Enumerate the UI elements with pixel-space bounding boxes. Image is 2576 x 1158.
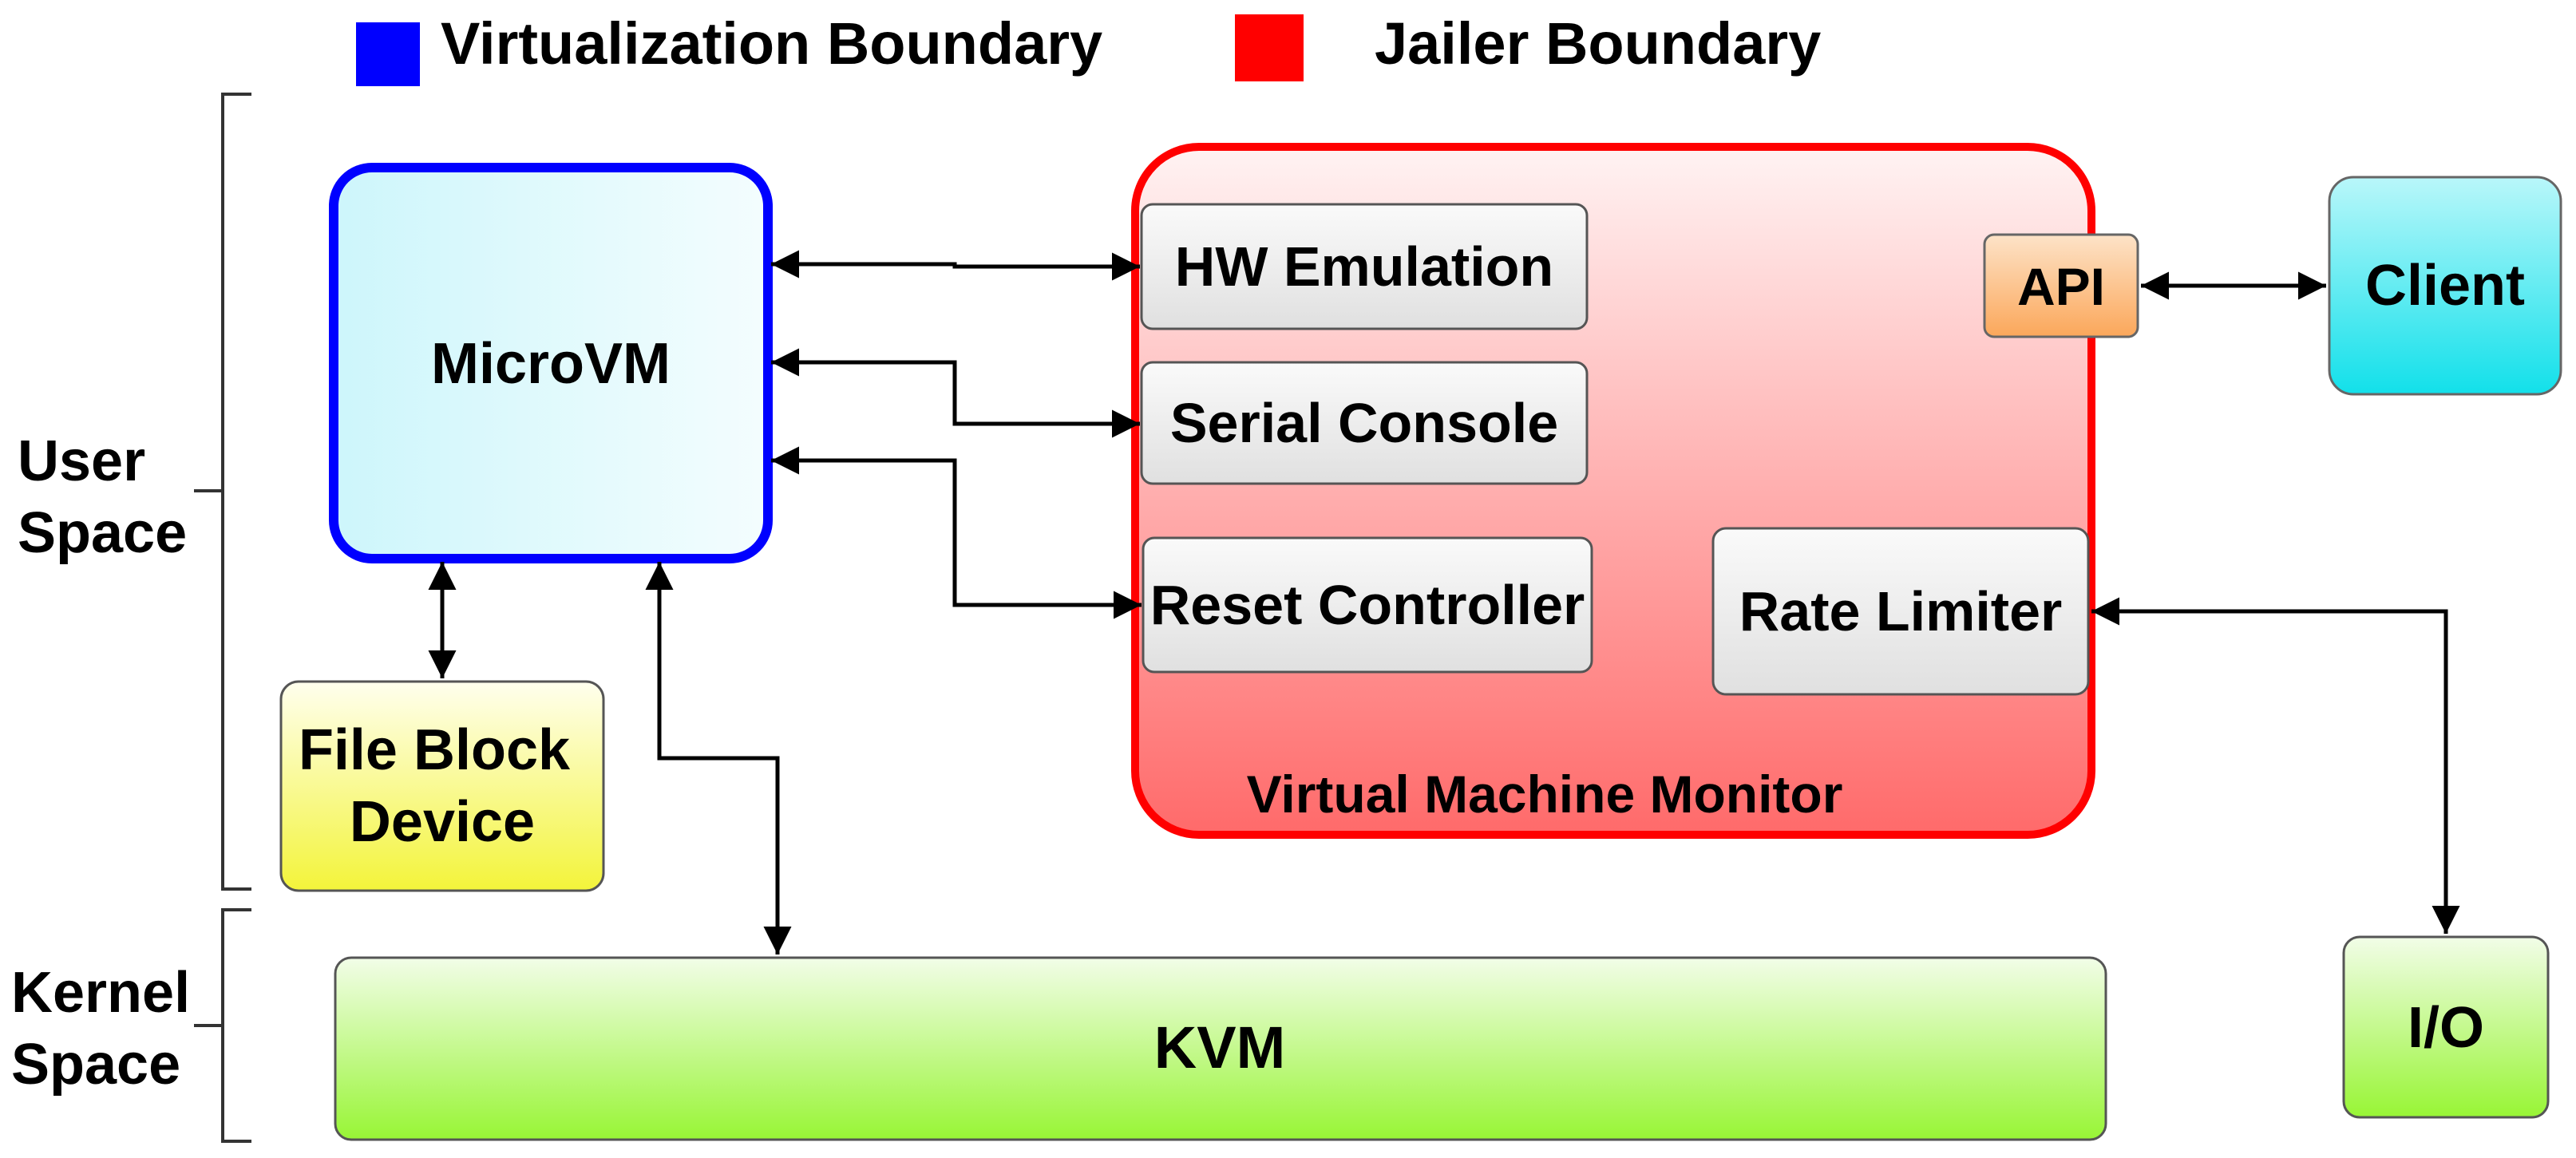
rate-limiter-box: [1711, 527, 2090, 696]
microvm-label: MicroVM: [431, 332, 671, 396]
io-box: [2342, 935, 2550, 1119]
kvm-box: [334, 956, 2107, 1141]
reset-controller-box: [1142, 536, 1593, 674]
file-block-device-label: File Block Device: [299, 718, 586, 854]
rate-limiter-label: Rate Limiter: [1739, 580, 2063, 642]
serial-console-label: Serial Console: [1170, 392, 1558, 454]
file-block-device-box: [279, 680, 605, 892]
user-space-bracket: [194, 93, 251, 891]
api-label: API: [2017, 257, 2105, 316]
client-label: Client: [2365, 254, 2525, 318]
jailer-boundary-label: Jailer Boundary: [1375, 10, 1821, 77]
microvm-box: [329, 163, 773, 563]
microvm-kvm-arrow: [645, 562, 792, 954]
microvm-serial-console-arrow: [771, 348, 1140, 438]
rate-limiter-io-arrow: [2091, 597, 2460, 934]
virtualization-boundary-swatch: [356, 22, 420, 86]
reset-controller-label: Reset Controller: [1150, 574, 1585, 636]
microvm-reset-controller-arrow: [771, 446, 1142, 619]
kernel-space-label: Kernel Space: [11, 961, 206, 1097]
hw-emulation-box: [1140, 203, 1589, 330]
kernel-space-bracket: [194, 908, 251, 1143]
client-box: [2328, 176, 2562, 396]
api-box: [1983, 233, 2139, 338]
virtualization-boundary-label: Virtualization Boundary: [441, 10, 1102, 77]
legend: Virtualization Boundary Jailer Boundary: [356, 10, 1821, 86]
vmm-label: Virtual Machine Monitor: [1247, 765, 1843, 824]
jailer-boundary-swatch: [1235, 14, 1304, 81]
io-label: I/O: [2408, 996, 2484, 1060]
user-space-label: User Space: [18, 429, 187, 565]
hw-emulation-label: HW Emulation: [1175, 235, 1553, 298]
microvm-hw-emulation-arrow: [771, 250, 1140, 281]
kvm-label: KVM: [1154, 1014, 1285, 1081]
serial-console-box: [1140, 361, 1589, 485]
